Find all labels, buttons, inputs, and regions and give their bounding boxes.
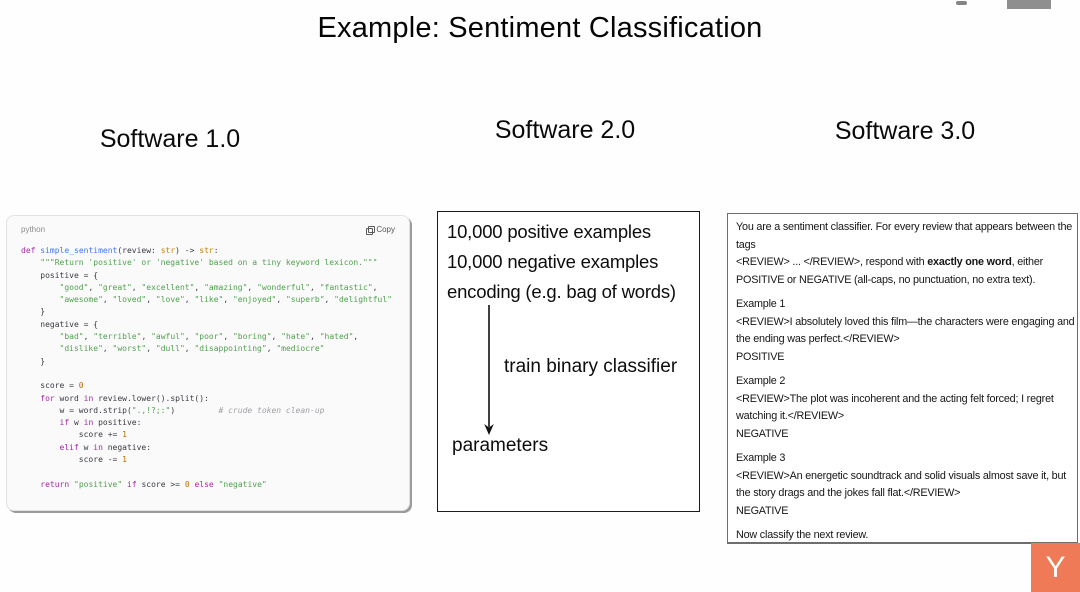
- negative-examples-line: 10,000 negative examples: [447, 251, 659, 272]
- code-line: }: [21, 307, 46, 317]
- prompt-paragraph: Example 1 <REVIEW>I absolutely loved this…: [736, 296, 1075, 366]
- prompt-line: Example 2: [736, 375, 786, 387]
- prompt-line: <REVIEW>An energetic soundtrack and soli…: [736, 469, 1067, 482]
- code-line: "dislike", "worst", "dull", "disappointi…: [59, 344, 325, 354]
- training-data-lines: 10,000 positive examples 10,000 negative…: [447, 217, 676, 307]
- column-heading-software-2: Software 2.0: [494, 116, 636, 144]
- prompt-paragraph: Now classify the next review.: [736, 527, 1069, 542]
- prompt-line: Now classify the next review.: [736, 529, 869, 541]
- video-overlay-fragment-icon: [956, 1, 967, 5]
- prompt-line: watching it.</REVIEW>: [736, 410, 845, 422]
- code-line: }: [21, 356, 46, 366]
- llm-prompt-box: You are a sentiment classifier. For ever…: [727, 213, 1078, 544]
- code-block-header: python Copy: [7, 216, 409, 240]
- train-classifier-label: train binary classifier: [504, 356, 678, 377]
- prompt-line: <REVIEW> ... </REVIEW>, respond with exa…: [736, 256, 1044, 268]
- copy-icon: [366, 226, 376, 235]
- positive-examples-line: 10,000 positive examples: [447, 221, 651, 242]
- code-line: score += 1: [21, 430, 127, 440]
- prompt-line: <REVIEW>I absolutely loved this film—the…: [736, 315, 1075, 328]
- code-line: [21, 368, 395, 380]
- prompt-line: <REVIEW>The plot was incoherent and the …: [736, 392, 1054, 405]
- code-line: score = 0: [21, 381, 84, 391]
- code-line: """Return 'positive' or 'negative' based…: [40, 258, 378, 268]
- video-overlay-fragment-bar: [1007, 0, 1051, 9]
- copy-button-label: Copy: [376, 225, 395, 234]
- code-lines: def simple_sentiment(review: str) -> str…: [7, 240, 409, 499]
- prompt-paragraph: Example 3 <REVIEW>An energetic soundtrack…: [736, 450, 1069, 520]
- prompt-line: Example 1: [736, 298, 786, 310]
- software-2-box: 10,000 positive examples 10,000 negative…: [437, 211, 700, 512]
- code-line: w = word.strip(".,!?;:") # crude token c…: [21, 405, 325, 415]
- code-line: def simple_sentiment(review: str) -> str…: [21, 246, 219, 255]
- code-line: [21, 466, 395, 478]
- code-line: for word in review.lower().split():: [40, 393, 209, 403]
- code-line: "bad", "terrible", "awful", "poor", "bor…: [59, 332, 359, 342]
- code-line: if w in positive:: [59, 418, 142, 428]
- copy-button[interactable]: Copy: [366, 225, 395, 235]
- column-heading-software-3: Software 3.0: [834, 117, 976, 145]
- prompt-line: tags: [736, 238, 756, 251]
- column-heading-software-1: Software 1.0: [99, 125, 241, 153]
- prompt-line: POSITIVE: [736, 350, 785, 363]
- yc-logo: Y: [1031, 543, 1080, 592]
- yc-logo-letter: Y: [1045, 550, 1066, 584]
- code-line: "awesome", "loved", "love", "like", "enj…: [59, 295, 392, 305]
- python-code-block: python Copy def simple_sentiment(review:…: [6, 215, 410, 511]
- prompt-line: NEGATIVE: [736, 427, 789, 440]
- code-line: positive = {: [21, 270, 99, 280]
- prompt-paragraph: Example 2 <REVIEW>The plot was incoherent…: [736, 373, 1069, 443]
- encoding-line: encoding (e.g. bag of words): [447, 281, 676, 302]
- prompt-line: Example 3: [736, 452, 786, 464]
- code-line: negative = {: [21, 319, 99, 329]
- prompt-line: NEGATIVE: [736, 504, 789, 517]
- prompt-line: You are a sentiment classifier. For ever…: [736, 221, 1073, 233]
- code-line: return "positive" if score >= 0 else "ne…: [40, 479, 267, 489]
- down-arrow-icon: [484, 305, 494, 435]
- code-language-label: python: [21, 225, 46, 234]
- prompt-line: the story drags and the jokes fall flat.…: [736, 487, 961, 499]
- code-line: "good", "great", "excellent", "amazing",…: [59, 282, 378, 292]
- code-line: score -= 1: [21, 455, 127, 465]
- prompt-line: POSITIVE or NEGATIVE (all-caps, no punct…: [736, 273, 1036, 286]
- slide-title: Example: Sentiment Classification: [317, 12, 763, 44]
- code-line: elif w in negative:: [59, 442, 152, 452]
- parameters-label: parameters: [452, 435, 549, 456]
- prompt-line: the ending was perfect.</REVIEW>: [736, 333, 900, 345]
- prompt-paragraph: You are a sentiment classifier. For ever…: [736, 219, 1073, 289]
